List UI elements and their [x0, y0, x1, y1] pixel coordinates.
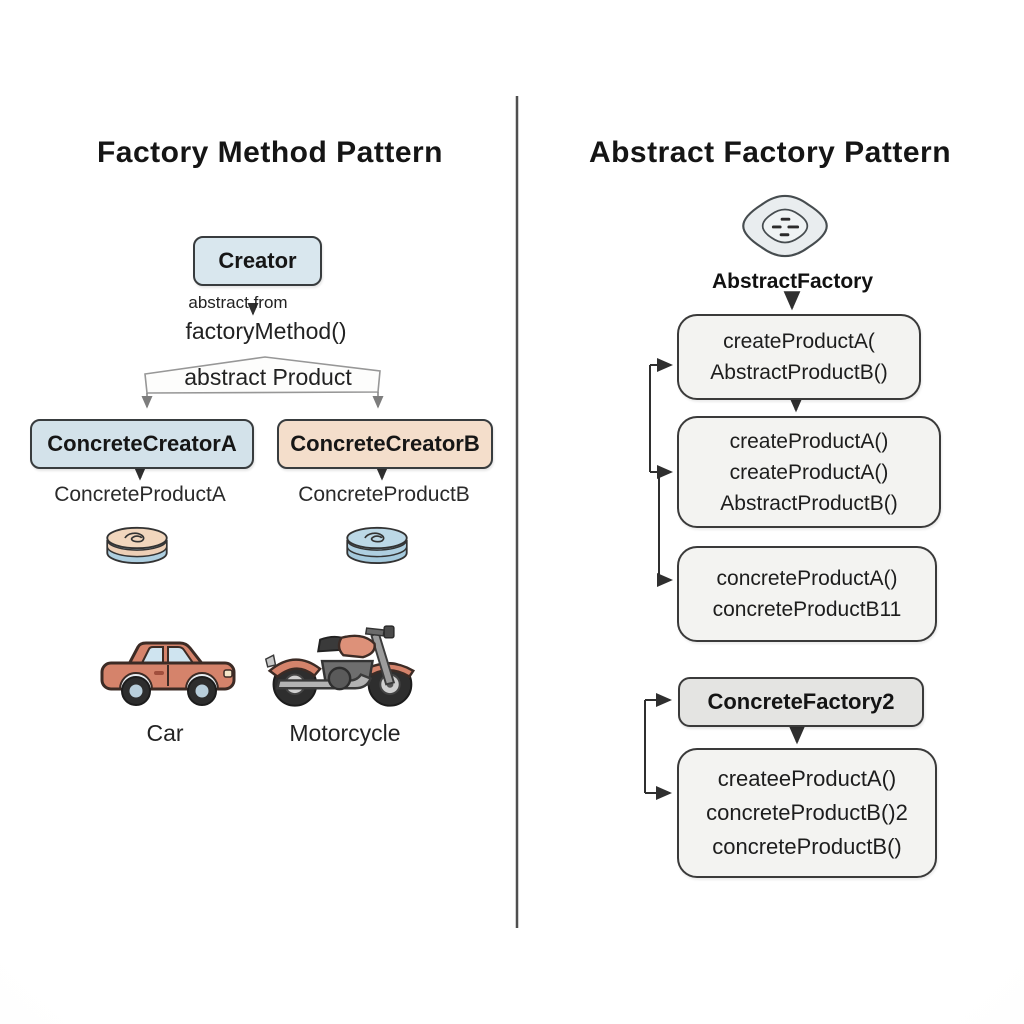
abstract-product-label: abstract Product — [184, 364, 352, 390]
product-b-disc-icon — [346, 526, 408, 564]
concrete-product-b-label: ConcreteProductB — [298, 483, 470, 506]
code-line: concreteProductB()2 — [706, 800, 908, 825]
create-product-box-2: createProductA() createProductA() Abstra… — [677, 416, 941, 528]
concrete-creator-b-box: ConcreteCreatorB — [277, 419, 493, 469]
product-a-disc-icon — [106, 526, 168, 564]
abstract-from-label: abstract from — [188, 293, 288, 312]
creator-box: Creator — [193, 236, 322, 286]
bracket-connector-1 — [649, 358, 673, 587]
factory-method-label: factoryMethod() — [185, 318, 347, 344]
concrete-creator-a-label: ConcreteCreatorA — [47, 431, 237, 456]
car-icon — [100, 641, 236, 706]
concrete-creator-a-box: ConcreteCreatorA — [30, 419, 254, 469]
concrete-factory2-label: ConcreteFactory2 — [707, 689, 895, 714]
creator-label: Creator — [218, 248, 297, 273]
concrete-product-box-4: createeProductA() concreteProductB()2 co… — [677, 748, 937, 878]
code-line: createProductA( — [723, 330, 875, 353]
abstract-factory-icon — [742, 194, 828, 258]
bracket-connector-2 — [644, 693, 672, 800]
abstract-factory-label: AbstractFactory — [711, 270, 874, 293]
concrete-product-box-3: concreteProductA() concreteProductB11 — [677, 546, 937, 642]
code-line: concreteProductB() — [712, 834, 902, 859]
concrete-creator-b-label: ConcreteCreatorB — [290, 431, 480, 456]
right-title: Abstract Factory Pattern — [588, 136, 952, 169]
car-label: Car — [146, 720, 184, 746]
code-line: AbstractProductB() — [710, 361, 888, 384]
code-line: createProductA() — [729, 460, 889, 484]
concrete-product-a-label: ConcreteProductA — [54, 483, 226, 506]
left-title: Factory Method Pattern — [96, 136, 444, 169]
code-line: concreteProductA() — [716, 567, 898, 590]
motorcycle-label: Motorcycle — [289, 720, 401, 746]
abstract-product-banner — [144, 356, 381, 394]
code-line: concreteProductB11 — [712, 598, 902, 621]
code-line: createeProductA() — [717, 766, 897, 791]
concrete-factory2-box: ConcreteFactory2 — [678, 677, 924, 727]
motorcycle-icon — [264, 625, 416, 707]
create-product-box-1: createProductA( AbstractProductB() — [677, 314, 921, 400]
code-line: createProductA() — [729, 429, 889, 453]
code-line: AbstractProductB() — [720, 491, 898, 515]
